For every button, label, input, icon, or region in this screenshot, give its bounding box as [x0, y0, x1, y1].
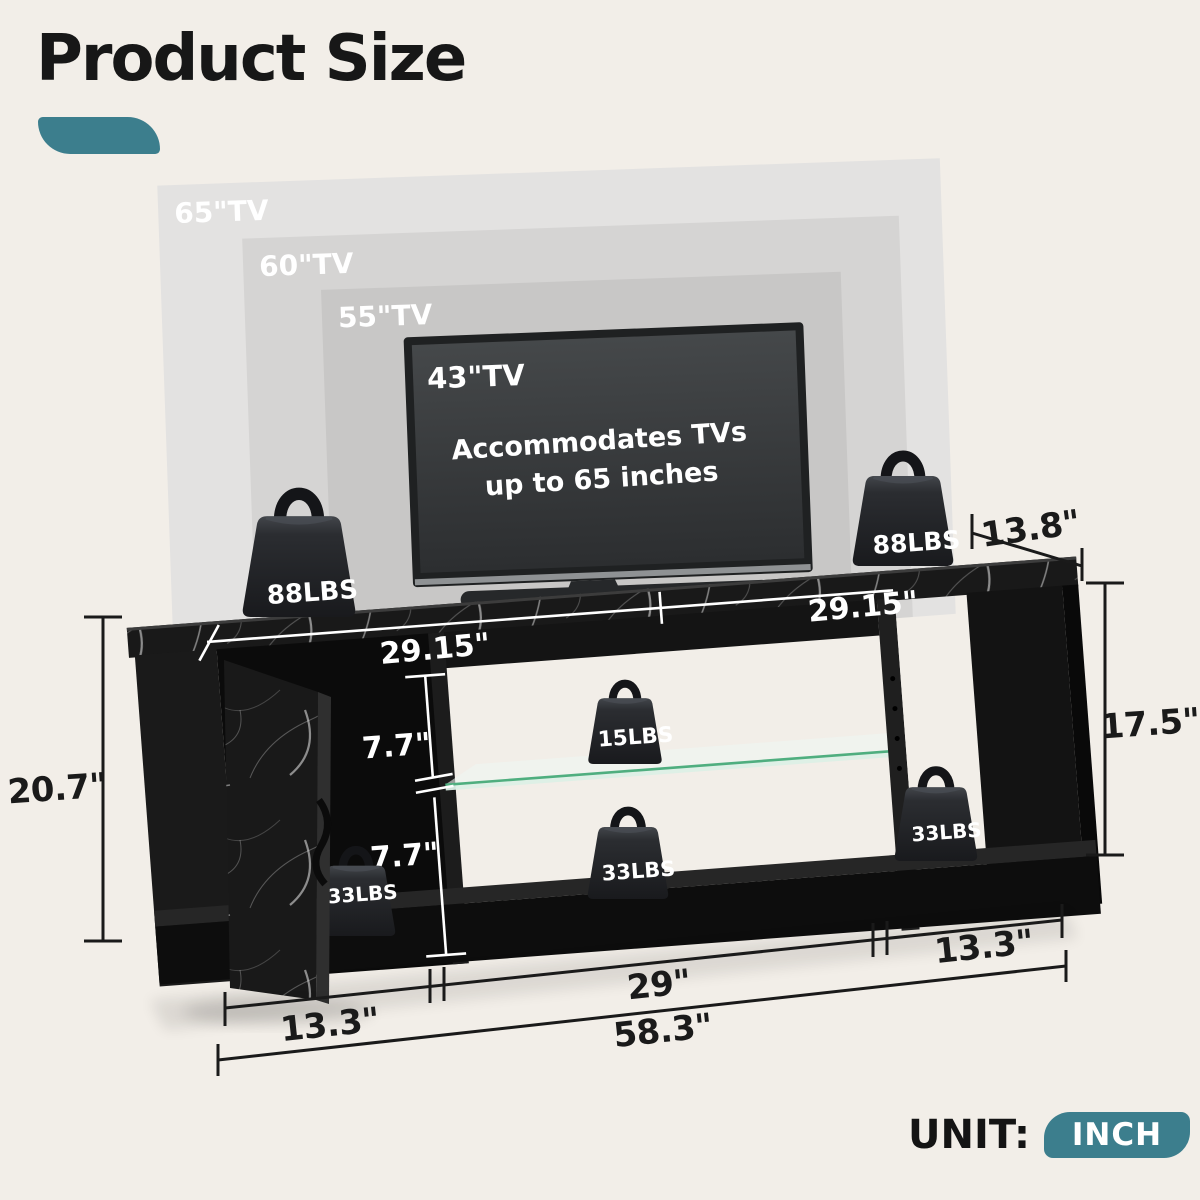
tv: 43"TV Accommodates TVs up to 65 inches — [403, 322, 813, 609]
teal-leaf-decoration — [38, 117, 160, 154]
unit-row: UNIT: INCH — [908, 1112, 1190, 1158]
tv-bottom-trim — [414, 564, 811, 586]
door-handle-groove — [312, 797, 331, 887]
right-outer-edge — [1062, 584, 1103, 905]
dim-bottom-middle-width: 29" — [625, 962, 692, 1008]
lower-shelf-dim-line — [433, 797, 448, 956]
middle-left-divider — [428, 632, 469, 965]
bottom-widths-dim-line — [224, 918, 1063, 1010]
silhouette-65-label: 65"TV — [174, 194, 270, 230]
dimension-annotations: 13.8" 17.5" 20.7" 13.3" 29" 13.3" — [6, 502, 1200, 1076]
unit-label: UNIT: — [908, 1112, 1030, 1158]
weight-88lbs-left-label: 88LBS — [266, 575, 359, 611]
marble-top — [126, 556, 1079, 658]
tv-screen — [411, 330, 805, 573]
depth-dim-line — [971, 531, 1083, 568]
weight-15lbs-label: 15LBS — [597, 722, 674, 752]
page-title: Product Size — [36, 22, 467, 96]
weight-33lbs-left-label: 33LBS — [327, 880, 399, 909]
weight-33lbs-middle-label: 33LBS — [601, 856, 676, 885]
right-side-panel — [966, 585, 1087, 912]
dim-upper-shelf-height: 7.7" — [361, 727, 432, 767]
base-front-face — [155, 855, 1101, 985]
weight-88lbs-right-label: 88LBS — [872, 525, 962, 560]
dim-side-inner-height: 17.5" — [1099, 701, 1200, 748]
dim-total-height: 20.7" — [6, 766, 108, 813]
upper-shelf-dim-line — [423, 675, 435, 778]
left-side-panel — [134, 649, 242, 987]
dim-depth: 13.8" — [979, 502, 1083, 555]
top-width-dim-line — [206, 589, 894, 644]
silhouette-60-label: 60"TV — [259, 247, 355, 283]
glass-shelf-green-edge — [445, 749, 895, 787]
weight-33lbs-right-label: 33LBS — [911, 818, 983, 847]
total-width-dim-line — [217, 964, 1067, 1062]
silhouette-55-label: 55"TV — [337, 298, 433, 334]
unit-inch-badge: INCH — [1043, 1112, 1190, 1158]
marble-door-open — [183, 660, 373, 1025]
glass-shelf-top — [445, 730, 919, 785]
tv-43-label: 43"TV — [426, 358, 525, 396]
